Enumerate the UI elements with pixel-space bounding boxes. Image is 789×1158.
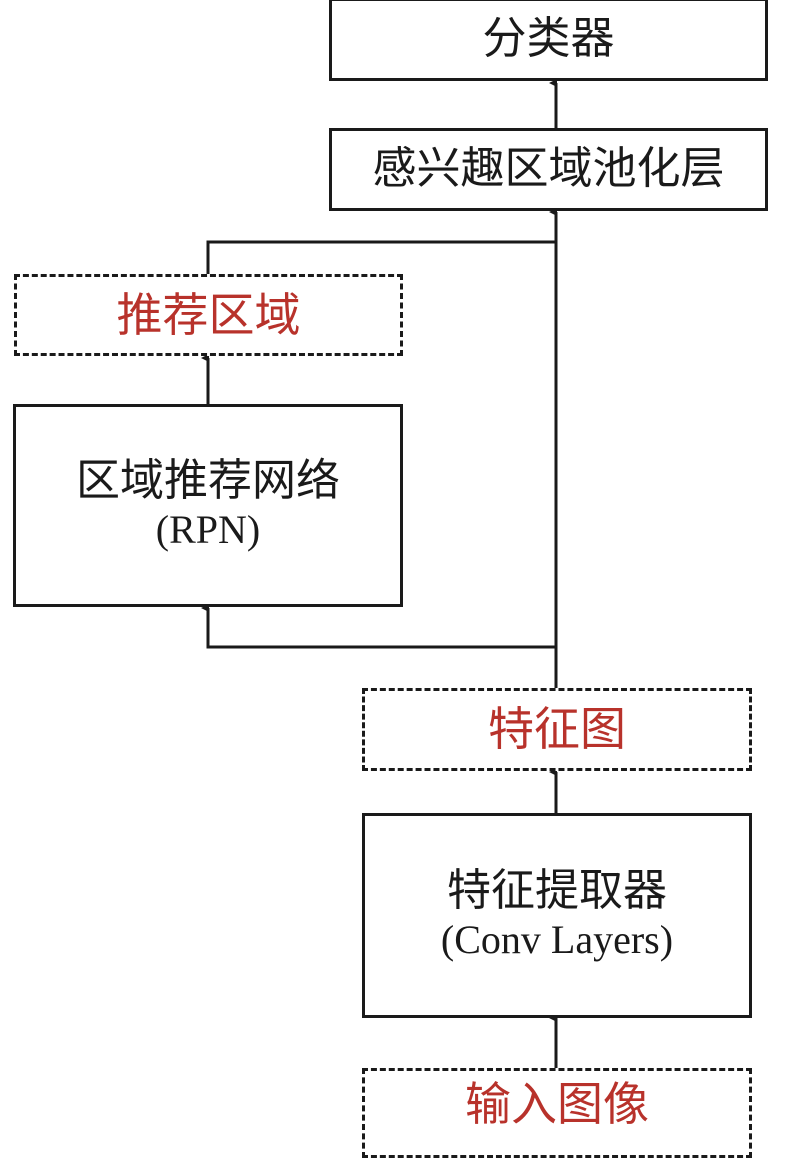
feature-extractor-label: 特征提取器 [447,865,667,917]
classifier-node: 分类器 [329,0,768,81]
roi-pooling-label: 感兴趣区域池化层 [372,143,725,195]
input-image-node: 输入图像 [362,1068,752,1158]
proposals-node: 推荐区域 [14,274,403,356]
rpn-label: 区域推荐网络 [76,455,340,507]
feature-map-node: 特征图 [362,688,752,771]
feature-map-label: 特征图 [488,702,626,757]
rpn-node: 区域推荐网络 (RPN) [13,404,403,607]
classifier-label: 分类器 [482,13,615,65]
proposals-label: 推荐区域 [116,287,301,342]
input-image-label: 输入图像 [465,1077,649,1131]
edge-featuremap-to-rpn [201,604,556,649]
rpn-sublabel: (RPN) [155,506,261,552]
edge-proposals-to-roi [206,240,556,275]
feature-extractor-sublabel: (Conv Layers) [440,916,674,962]
roi-pooling-node: 感兴趣区域池化层 [329,128,768,211]
feature-extractor-node: 特征提取器 (Conv Layers) [362,813,752,1018]
